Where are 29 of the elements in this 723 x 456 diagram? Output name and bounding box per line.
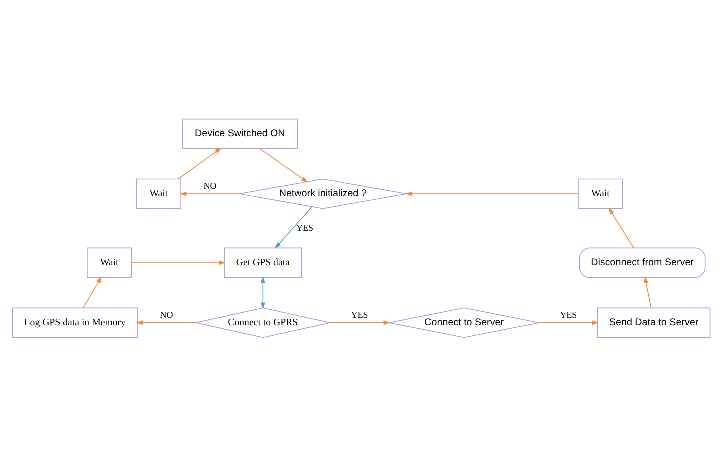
- arrow: [180, 191, 240, 196]
- arrow: [539, 320, 599, 325]
- edge-label: YES: [560, 309, 578, 320]
- arrow: [260, 276, 266, 309]
- arrow: [274, 206, 313, 248]
- edge-label: NO: [160, 309, 174, 320]
- node-box: Wait: [578, 178, 624, 209]
- node-box: Get GPS data: [224, 247, 302, 278]
- arrow: [178, 148, 222, 180]
- node-diamond: Connect to Server: [388, 307, 540, 338]
- arrow: [82, 276, 102, 308]
- node-box: Wait: [87, 247, 132, 278]
- arrow: [330, 320, 390, 325]
- node-box: Send Data to Server: [597, 307, 711, 338]
- node-diamond: Connect to GPRS: [196, 307, 331, 338]
- arrow: [131, 260, 226, 265]
- arrow: [136, 320, 196, 325]
- edge-label: YES: [351, 309, 368, 320]
- arrow: [608, 208, 634, 248]
- arrow: [260, 148, 308, 182]
- arrow: [406, 191, 579, 196]
- node-box: Disconnect from Server: [579, 247, 706, 278]
- node-box: Wait: [136, 178, 182, 209]
- arrow: [644, 276, 652, 308]
- edge-label: YES: [296, 222, 314, 232]
- edge-label: NO: [204, 180, 217, 190]
- node-diamond: Network initialized ?: [239, 178, 408, 209]
- node-box: Log GPS data in Memory: [12, 307, 138, 338]
- node-box: Device Switched ON: [182, 118, 298, 149]
